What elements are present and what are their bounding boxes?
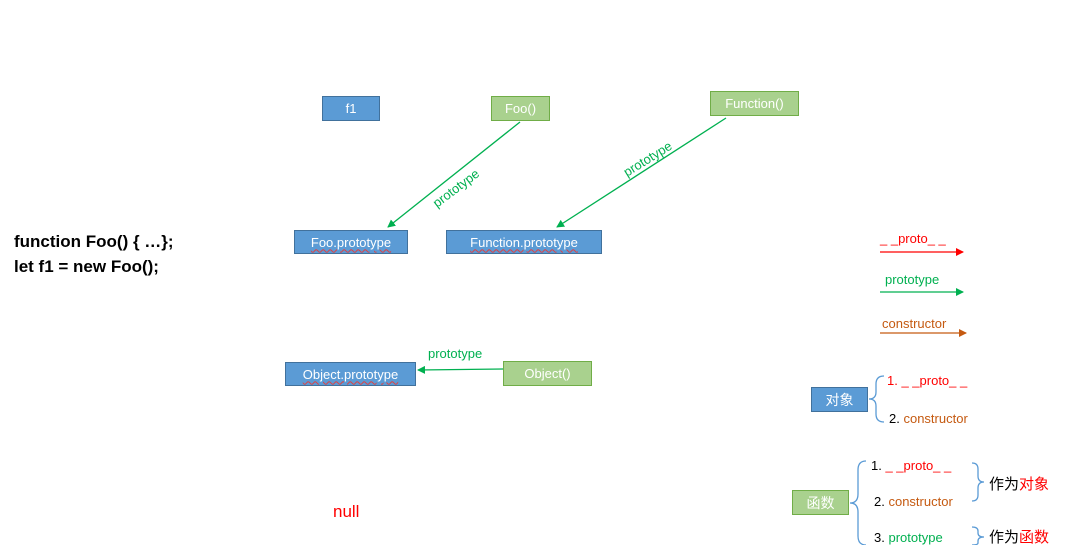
legend-proto-label: _ _proto_ _ [880, 231, 946, 246]
object-summary-label: 对象 [825, 392, 854, 409]
legend-prototype-label: prototype [885, 272, 940, 287]
node-object-constructor: Object() [503, 361, 592, 386]
node-f1-label: f1 [345, 101, 357, 116]
code-line-2: let f1 = new Foo(); [14, 257, 159, 276]
node-object-prototype-label: Object.prototype [302, 366, 399, 382]
node-function-constructor: Function() [710, 91, 799, 116]
object-summary-brace [868, 375, 885, 423]
as-function-brace [971, 526, 985, 545]
object-prototype-arrow [417, 365, 504, 374]
code-line-1: function Foo() { …}; [14, 232, 174, 251]
object-item-proto: 1. _ _proto_ _ [887, 373, 968, 388]
function-summary-label: 函数 [806, 495, 835, 512]
node-foo-prototype-label: Foo.prototype [310, 234, 392, 250]
node-function-prototype: Function.prototype [446, 230, 602, 254]
function-prototype-arrow [556, 117, 727, 228]
object-prototype-arrow-label: prototype [428, 346, 482, 361]
node-object-prototype: Object.prototype [285, 362, 416, 386]
node-foo-prototype: Foo.prototype [294, 230, 408, 254]
function-summary-brace [849, 460, 867, 545]
function-item-prototype-text: prototype [888, 530, 943, 545]
function-item-prototype: 3. prototype [874, 530, 943, 545]
node-function-prototype-label: Function.prototype [470, 234, 578, 250]
object-summary-box: 对象 [811, 387, 868, 412]
function-prototype-arrow-label: prototype [621, 138, 675, 179]
as-object-brace [971, 462, 985, 502]
function-item-constructor: 2. constructor [874, 494, 953, 509]
node-f1: f1 [322, 96, 380, 121]
object-item-constructor-text: constructor [903, 411, 968, 426]
node-null: null [333, 502, 360, 521]
node-foo-constructor: Foo() [491, 96, 550, 121]
node-object-constructor-label: Object() [524, 366, 571, 381]
as-object-prefix: 作为 [989, 475, 1020, 493]
node-function-constructor-label: Function() [725, 96, 784, 111]
as-function-label: 作为函数 [989, 526, 1049, 547]
function-summary-box: 函数 [792, 490, 849, 515]
as-function-prefix: 作为 [989, 528, 1020, 546]
object-item-constructor: 2. constructor [889, 411, 968, 426]
as-object-word: 对象 [1019, 475, 1050, 493]
legend-constructor-label: constructor [882, 316, 947, 331]
function-item-proto: 1. _ _proto_ _ [871, 458, 952, 473]
foo-prototype-arrow [387, 121, 521, 228]
function-item-proto-text: _ _proto_ _ [885, 458, 952, 473]
as-object-label: 作为对象 [989, 473, 1049, 494]
node-foo-constructor-label: Foo() [504, 101, 537, 116]
as-function-word: 函数 [1019, 528, 1050, 546]
function-item-constructor-text: constructor [888, 494, 953, 509]
code-snippet: function Foo() { …}; let f1 = new Foo(); [14, 229, 174, 279]
